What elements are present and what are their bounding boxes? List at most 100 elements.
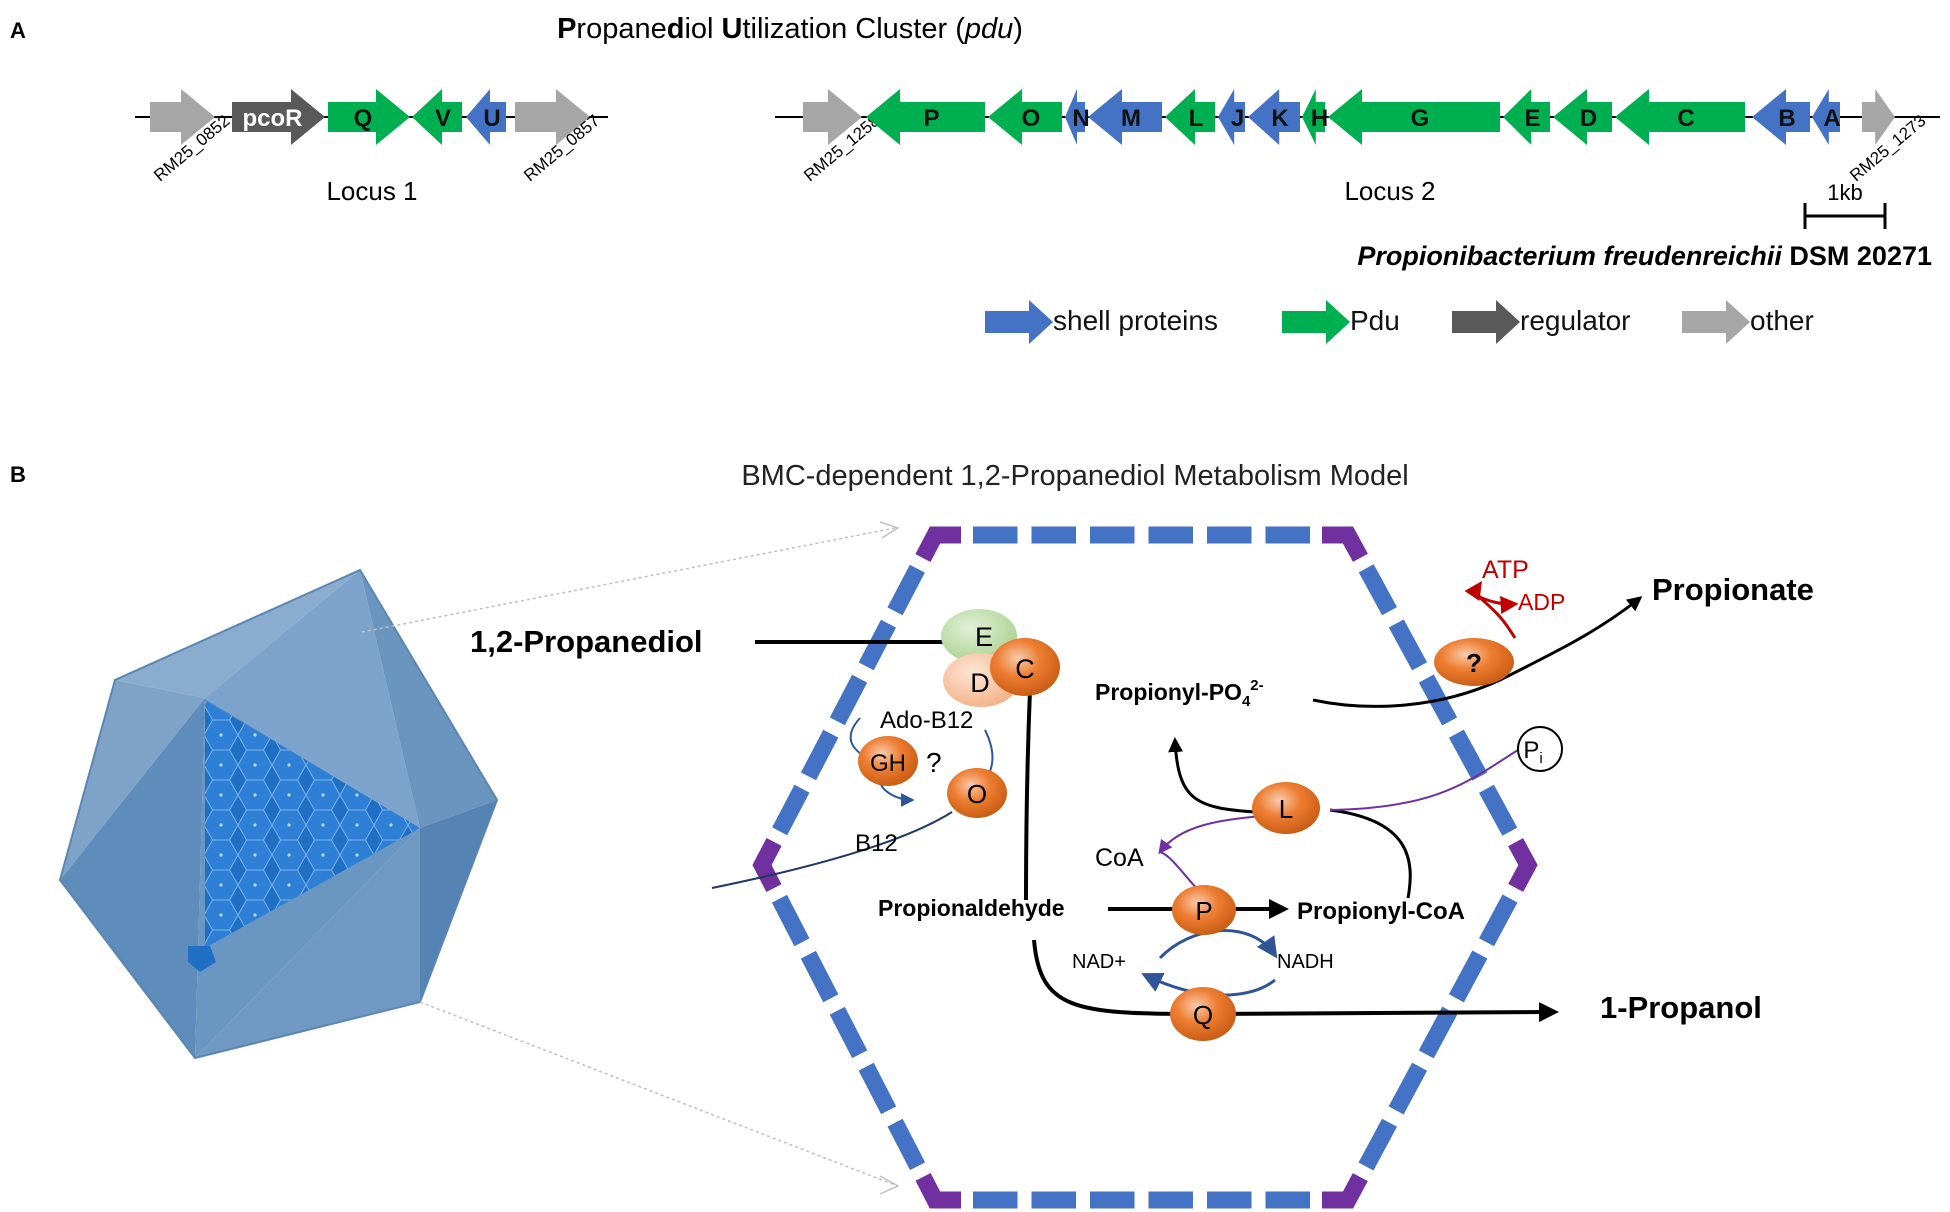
- adp-red-line: [1477, 594, 1517, 639]
- title-part-4: iol: [684, 13, 721, 45]
- locus2-gene-rm25-1258: [803, 89, 862, 145]
- locus1-gene-rm25-0857: [515, 89, 590, 145]
- propionyl-po4-main: Propionyl-PO: [1095, 679, 1242, 705]
- locus1-label: Locus 1: [326, 176, 417, 206]
- shell-segment: [800, 950, 839, 1003]
- propanol-label: 1-Propanol: [1600, 990, 1762, 1025]
- nad-arc-top: [1158, 928, 1278, 960]
- enzyme-c: [990, 638, 1060, 696]
- pi-purple-line: [1329, 749, 1519, 811]
- locus2-gene-k: [1248, 89, 1300, 145]
- enzyme-p-label: P: [1195, 896, 1212, 926]
- shell-segment: [1358, 564, 1398, 616]
- title-part-2: ropane: [576, 13, 666, 45]
- enzyme-o-label: O: [967, 779, 987, 809]
- locus2-gene-label-h: H: [1311, 105, 1328, 132]
- adp-red-arrow: [1477, 594, 1519, 614]
- shell-segment: [800, 729, 839, 781]
- locus2-gene-rm25-1273: [1862, 89, 1895, 145]
- locus1-gene-label-q: Q: [354, 105, 373, 132]
- locus2-gene-label-j: J: [1231, 105, 1244, 132]
- l-to-propionyl-po4-line: [1168, 737, 1256, 814]
- ado-b12-label: Ado-B12: [880, 707, 973, 734]
- title-part-3: d: [667, 13, 685, 45]
- locus2-gene-j: [1218, 89, 1245, 145]
- atp-label: ATP: [1482, 556, 1529, 584]
- shell-segment: [887, 564, 925, 616]
- panel-a-letter: A: [10, 18, 26, 43]
- enzyme-c-label: C: [1015, 654, 1035, 684]
- enzyme-q-label: Q: [1193, 1000, 1213, 1030]
- pi-sub: i: [1539, 750, 1542, 767]
- shell-segment: [1479, 894, 1518, 947]
- locus2-gene-label-l: L: [1189, 105, 1204, 132]
- zoom-guide-top: [361, 527, 896, 633]
- organism-species: Propionibacterium freudenreichii: [1357, 241, 1782, 271]
- shell-vertex: [1322, 1173, 1368, 1209]
- propionyl-po4-sup: 2-: [1250, 677, 1263, 694]
- shell-segment: [1478, 784, 1518, 836]
- bmc-shell-hex-facet: [205, 700, 420, 948]
- propionyl-po4-label: Propionyl-PO42-: [1095, 677, 1264, 710]
- enzyme-p: [1172, 885, 1236, 935]
- shell-segment: [1448, 950, 1488, 1003]
- locus1-gene-label-u: U: [483, 105, 500, 132]
- enzyme-l-label: L: [1279, 794, 1293, 824]
- coa-label: CoA: [1095, 844, 1144, 872]
- substrate-label: 1,2-Propanediol: [470, 624, 703, 659]
- atp-red-arrow: [1464, 581, 1482, 601]
- enzyme-e-label: E: [975, 622, 993, 652]
- locus2-gene-c: [1615, 89, 1745, 145]
- locus2-gene-label-g: G: [1411, 105, 1430, 132]
- locus1-gene-u: [466, 89, 506, 145]
- coa-purple-arrow-2: [1158, 815, 1263, 855]
- shell-vertex: [915, 1172, 961, 1209]
- legend-label-shell: shell proteins: [1053, 305, 1218, 336]
- title-part-1: P: [557, 13, 576, 45]
- locus2-gene-label-b: B: [1778, 105, 1795, 132]
- legend-label-pdu: Pdu: [1350, 305, 1400, 336]
- shell-segment: [858, 619, 897, 671]
- organism-label: Propionibacterium freudenreichii DSM 202…: [1357, 241, 1932, 271]
- shell-segment: [1358, 1118, 1397, 1171]
- enzyme-gh-label: GH: [870, 750, 906, 777]
- shell-segment: [1418, 1006, 1458, 1059]
- enzyme-l: [1252, 782, 1320, 834]
- zoom-guide-head-top: [879, 521, 900, 539]
- locus2-gene-o: [988, 89, 1062, 145]
- zoom-guide-head-bottom: [879, 1175, 900, 1195]
- locus2-gene-label-d: D: [1580, 105, 1597, 132]
- legend-swatch-regulator: [1452, 300, 1520, 344]
- pi-circle: [1517, 726, 1563, 772]
- nad-label: NAD+: [1072, 951, 1126, 973]
- propionyl-po4-sub: 4: [1242, 693, 1251, 710]
- shell-segment: [772, 784, 810, 836]
- locus2-gene-g: [1328, 89, 1500, 145]
- shell-segment: [829, 674, 868, 726]
- shell-segment: [1388, 1062, 1428, 1115]
- legend-swatch-other: [1682, 300, 1750, 344]
- locus2-gene-m: [1088, 89, 1162, 145]
- enzyme-unknown-label: ?: [1466, 648, 1482, 678]
- zoom-guide-bottom: [419, 1001, 896, 1186]
- locus2-gene-label-k: K: [1271, 105, 1289, 132]
- locus1-gene-q: [328, 89, 410, 145]
- locus1-gene-label-pcor: pcoR: [243, 105, 303, 132]
- title-part-7: pdu: [964, 13, 1013, 45]
- locus2-label: Locus 2: [1344, 176, 1435, 206]
- panel-b-title: BMC-dependent 1,2-Propanediol Metabolism…: [741, 460, 1408, 492]
- nadh-label: NADH: [1277, 951, 1334, 973]
- enzyme-gh: [858, 736, 918, 786]
- organism-strain: DSM 20271: [1789, 241, 1932, 271]
- shell-vertex: [915, 526, 961, 562]
- pi-main: P: [1523, 737, 1539, 764]
- locus2-gene-b: [1752, 89, 1810, 145]
- shell-vertex: [1322, 526, 1368, 562]
- legend-swatch-pdu: [1282, 300, 1350, 344]
- shell-segment: [771, 894, 810, 947]
- shell-segment: [829, 1006, 868, 1059]
